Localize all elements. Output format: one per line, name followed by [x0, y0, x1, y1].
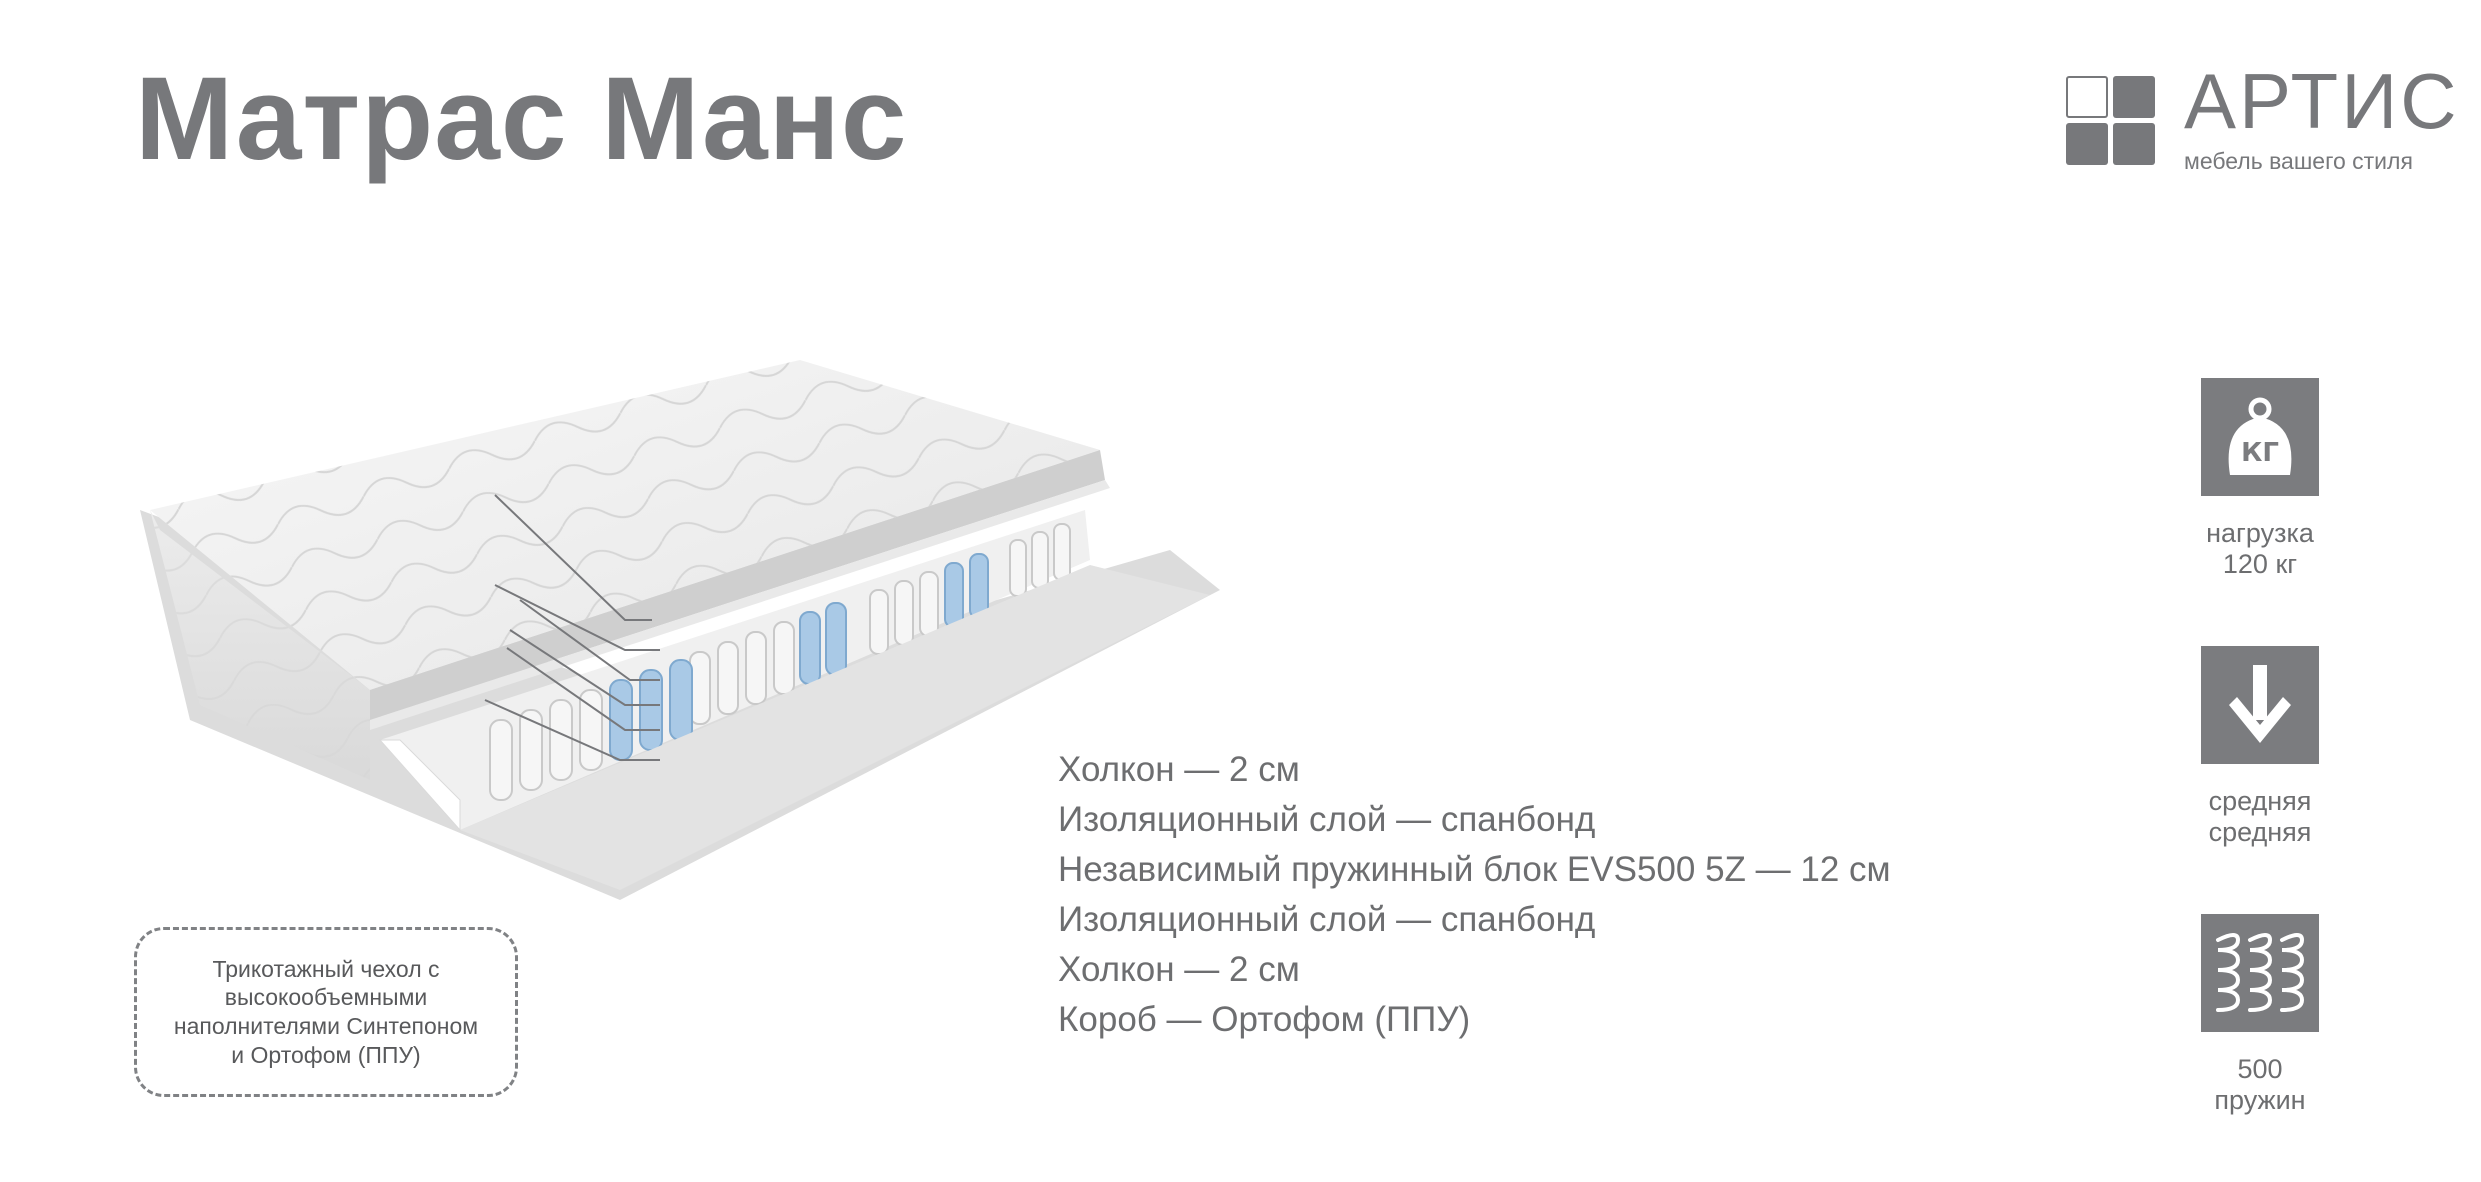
feature-label: 500 пружин [2170, 1054, 2350, 1116]
feature-springs: 500 пружин [2170, 914, 2350, 1116]
cover-note: Трикотажный чехол с высокообъемными напо… [134, 927, 518, 1097]
layer-label: Холкон — 2 см [1058, 950, 1300, 989]
spring-block [378, 510, 1090, 832]
feature-label-line1: нагрузка [2206, 518, 2314, 548]
layer-label: Изоляционный слой — спанбонд [1058, 900, 1596, 939]
feature-label-line2: 120 кг [2222, 549, 2298, 580]
feature-label-line2: пружин [2214, 1085, 2306, 1116]
layer-label: Изоляционный слой — спанбонд [1058, 800, 1596, 839]
feature-label-line1: 500 [2237, 1054, 2283, 1084]
brand-logo: АРТИС мебель вашего стиля [2066, 62, 2466, 178]
insulation-foam [378, 739, 461, 832]
holkon-bottom-layer [460, 565, 1210, 890]
layer-label: Независимый пружинный блок EVS500 5Z — 1… [1058, 850, 1891, 889]
feature-icon-box [2201, 646, 2319, 764]
page-title: Матрас Манс [135, 53, 908, 185]
feature-icon-box [2201, 914, 2319, 1032]
feature-firmness: средняя средняя [2170, 646, 2350, 848]
arrow-down-icon [2229, 665, 2291, 743]
layer-label: Короб — Ортофом (ППУ) [1058, 1000, 1471, 1039]
feature-load: КГ нагрузка 120 кг [2170, 378, 2350, 580]
feature-label: средняя средняя [2170, 786, 2350, 848]
feature-label-line1: средняя [2208, 786, 2312, 816]
springs-icon [2216, 933, 2305, 1012]
cover-note-text: Трикотажный чехол с высокообъемными напо… [173, 955, 479, 1068]
holkon-top-layer [370, 450, 1105, 720]
brand-name: АРТИС [2184, 57, 2460, 145]
feature-icon-box: КГ [2201, 378, 2319, 496]
layer-label: Холкон — 2 см [1058, 750, 1300, 789]
weight-kg-icon: КГ [2228, 397, 2292, 475]
feature-label-line2: средняя [2208, 817, 2312, 848]
brand-tagline: мебель вашего стиля [2184, 148, 2413, 174]
mattress-illustration [140, 360, 1220, 900]
weight-kg-text: КГ [2241, 438, 2279, 468]
leader-lines [484, 494, 660, 761]
brand-squares-icon [2066, 76, 2156, 166]
feature-label: нагрузка 120 кг [2170, 518, 2350, 580]
